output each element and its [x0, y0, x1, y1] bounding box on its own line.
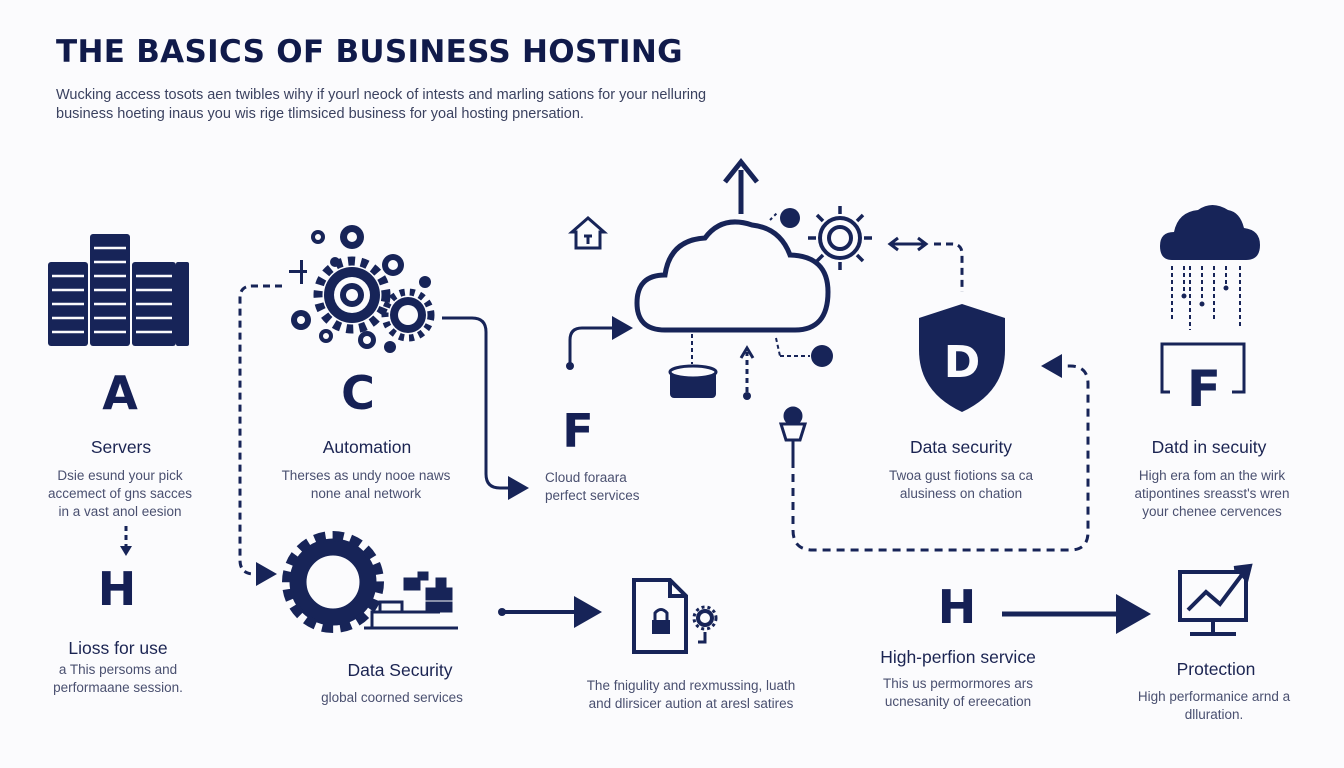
desc-line: in a vast anol eesion	[58, 504, 182, 519]
label-loss: Lioss for use	[68, 638, 168, 658]
letter-servers: A	[102, 366, 138, 420]
desc-middle-doc: The fnigulity and rexmussing, luath and …	[561, 677, 821, 713]
letter-loss: H	[97, 562, 137, 616]
desc-line: Cloud foraara	[545, 470, 627, 485]
upload-icon-small	[568, 216, 608, 250]
desc-line: perfect services	[545, 488, 640, 503]
shield-connector	[934, 242, 964, 292]
server-rack-icon	[48, 234, 189, 346]
connector-dot	[743, 392, 751, 400]
label-data-security-d: Data security	[909, 437, 1013, 457]
small-gear-icon	[692, 605, 718, 644]
desc-high-perf: This us permormores ars ucnesanity of er…	[838, 675, 1078, 711]
subtitle-line-1: Wucking access tosots aen twibles wihy i…	[56, 87, 707, 103]
desc-line: This us permormores ars	[882, 676, 1034, 691]
gears-icon	[289, 225, 435, 353]
desc-line: a This persoms and	[58, 662, 178, 677]
desc-line: performaane session.	[53, 680, 183, 695]
label-servers: Servers	[90, 437, 152, 457]
letter-high-perf: H	[937, 580, 977, 634]
desc-servers: Dsie esund your pick accemect of gns sac…	[0, 467, 240, 521]
shield-icon: D	[919, 304, 1005, 412]
page-subtitle: Wucking access tosots aen twibles wihy i…	[56, 86, 776, 124]
down-arrow-icon	[120, 526, 132, 556]
cloud-arrows	[723, 157, 759, 214]
monitor-frame-icon	[1160, 342, 1246, 394]
desc-line: your chenee cervences	[1142, 504, 1282, 519]
virus-gear-icon	[769, 206, 872, 270]
connector-dot	[566, 362, 574, 370]
monitor-chart-icon	[1178, 563, 1253, 636]
letter-cloud: F	[562, 404, 594, 458]
label-high-perf: High-perfion service	[880, 647, 1036, 667]
upload-arrow-small	[739, 345, 755, 392]
bidirectional-arrow	[887, 236, 929, 252]
desc-line: alusiness on chation	[899, 486, 1023, 501]
label-protection: Protection	[1176, 659, 1256, 679]
desc-line: Therses as undy nooe naws	[281, 468, 451, 483]
desc-protection: High performanice arnd a dlluration.	[1094, 688, 1334, 724]
desc-line: ucnesanity of ereecation	[884, 694, 1032, 709]
desc-line: dlluration.	[1184, 707, 1244, 722]
desc-line: Dsie esund your pick	[57, 468, 183, 483]
database-icon	[668, 334, 718, 398]
automation-loop-connector	[238, 284, 529, 586]
document-lock-icon	[632, 578, 688, 654]
desc-line: accemect of gns sacces	[47, 486, 193, 501]
desc-data-security: global coorned services	[272, 689, 512, 707]
desc-line: The fnigulity and rexmussing, luath	[586, 678, 796, 693]
desc-line: Twoa gust fiotions sa ca	[888, 468, 1034, 483]
label-automation: Automation	[322, 437, 412, 457]
desc-loss: a This persoms and performaane session.	[0, 661, 238, 697]
lamp-icon	[778, 406, 808, 460]
desc-line: global coorned services	[321, 690, 463, 705]
cloud-rain-icon	[1160, 205, 1260, 330]
label-data-security: Data Security	[347, 660, 453, 680]
connector-dot	[780, 208, 800, 228]
desc-automation: Therses as undy nooe naws none anal netw…	[246, 467, 486, 503]
shield-letter: D	[944, 337, 981, 388]
desc-line: none anal network	[310, 486, 422, 501]
desc-line: High performanice arnd a	[1137, 689, 1291, 704]
gear-icon	[282, 531, 384, 633]
node-connector	[775, 337, 833, 367]
letter-automation: C	[341, 366, 375, 420]
cloud-inbound-connector	[568, 316, 633, 366]
stacked-boxes-icon	[364, 571, 458, 630]
security-loop-connector	[791, 354, 1090, 552]
desc-cloud: Cloud foraara perfect services	[545, 469, 685, 505]
desc-data-security-d: Twoa gust fiotions sa ca alusiness on ch…	[841, 467, 1081, 503]
desc-line: atipontines sreasst's wren	[1134, 486, 1290, 501]
subtitle-line-2: business hoeting inaus you wis rige tlim…	[56, 106, 584, 122]
letter-f-right: F	[1187, 360, 1221, 418]
label-dated-security: Datd in secuity	[1151, 437, 1267, 457]
desc-dated-security: High era fom an the wirk atipontines sre…	[1092, 467, 1332, 521]
cloud-icon	[634, 219, 831, 333]
desc-line: and dlirsicer aution at aresl satires	[588, 696, 794, 711]
page-title: THE BASICS OF BUSINESS HOSTING	[56, 34, 683, 70]
connector-dot	[498, 608, 506, 616]
desc-line: High era fom an the wirk	[1138, 468, 1286, 483]
